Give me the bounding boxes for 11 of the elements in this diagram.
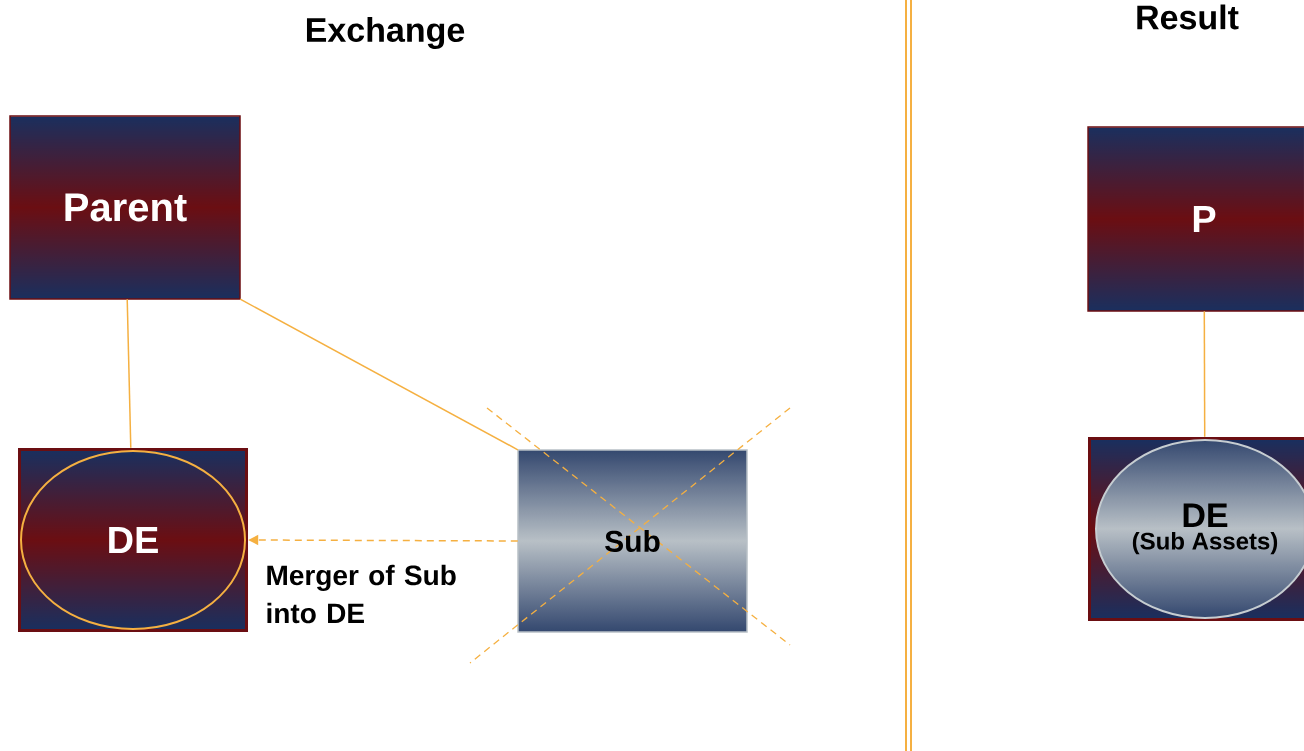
edge-label: Merger of Sub into DE: [267, 564, 456, 624]
process-box: Sub: [469, 407, 791, 664]
process-box: P: [1087, 126, 1304, 312]
connector: [239, 298, 519, 451]
section-heading: Exchange: [306, 17, 465, 49]
connector: [126, 298, 132, 449]
connector: [1203, 310, 1206, 438]
entity-box: DE (Sub Assets): [1088, 437, 1304, 621]
section-heading: Result: [1137, 4, 1239, 30]
process-box: Parent: [9, 115, 241, 300]
entity-box: DE: [18, 448, 248, 632]
